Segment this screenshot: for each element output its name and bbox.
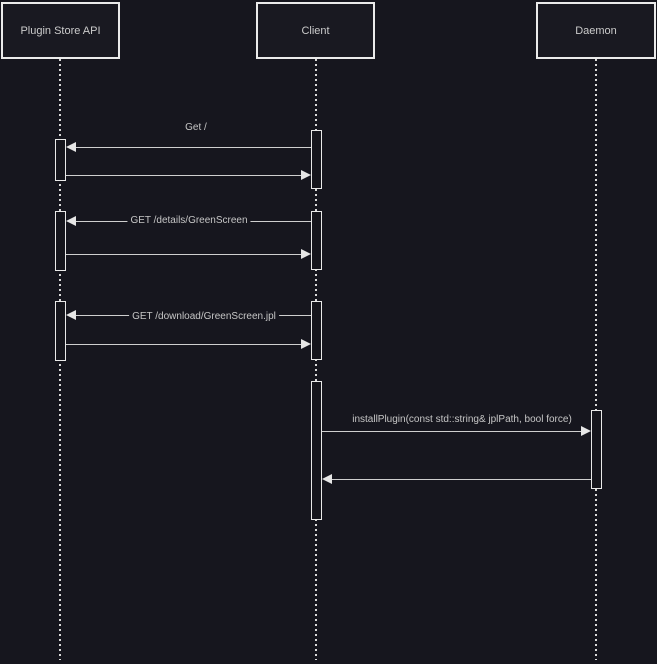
participant-plugin-store-api-label: Plugin Store API xyxy=(20,24,101,37)
arrowhead-right-icon xyxy=(301,170,311,180)
return-arrow-get-download xyxy=(66,339,311,349)
participant-daemon-label: Daemon xyxy=(575,24,617,37)
return-arrow-get-root xyxy=(66,170,311,180)
activation-bar-client-1 xyxy=(311,130,322,189)
activation-bar-client-2 xyxy=(311,211,322,270)
activation-bar-client-3 xyxy=(311,301,322,360)
participant-client: Client xyxy=(256,2,375,59)
arrowhead-right-icon xyxy=(301,249,311,259)
arrow-shaft xyxy=(331,479,591,480)
activation-bar-daemon-1 xyxy=(591,410,602,489)
activation-bar-client-4 xyxy=(311,381,322,520)
participant-plugin-store-api: Plugin Store API xyxy=(1,2,120,59)
message-label-get-root: Get / xyxy=(185,122,207,133)
arrow-shaft xyxy=(322,431,582,432)
return-arrow-install-plugin xyxy=(322,474,591,484)
activation-bar-api-1 xyxy=(55,139,66,181)
participant-client-label: Client xyxy=(301,24,330,37)
message-label-install-plugin: installPlugin(const std::string& jplPath… xyxy=(352,414,572,425)
arrowhead-left-icon xyxy=(66,310,76,320)
arrow-shaft xyxy=(66,175,302,176)
return-arrow-get-details xyxy=(66,249,311,259)
participant-daemon: Daemon xyxy=(536,2,656,59)
arrowhead-left-icon xyxy=(66,216,76,226)
message-arrow-install-plugin xyxy=(322,426,591,436)
arrowhead-right-icon xyxy=(301,339,311,349)
arrow-shaft xyxy=(75,147,311,148)
lifeline-daemon xyxy=(595,59,597,660)
activation-bar-api-3 xyxy=(55,301,66,361)
arrowhead-right-icon xyxy=(581,426,591,436)
message-label-get-details: GET /details/GreenScreen xyxy=(127,215,251,227)
message-label-get-download: GET /download/GreenScreen.jpl xyxy=(129,311,279,323)
activation-bar-api-2 xyxy=(55,211,66,271)
arrow-shaft xyxy=(66,254,302,255)
message-arrow-get-root xyxy=(66,142,311,152)
arrowhead-left-icon xyxy=(66,142,76,152)
arrowhead-left-icon xyxy=(322,474,332,484)
arrow-shaft xyxy=(66,344,302,345)
